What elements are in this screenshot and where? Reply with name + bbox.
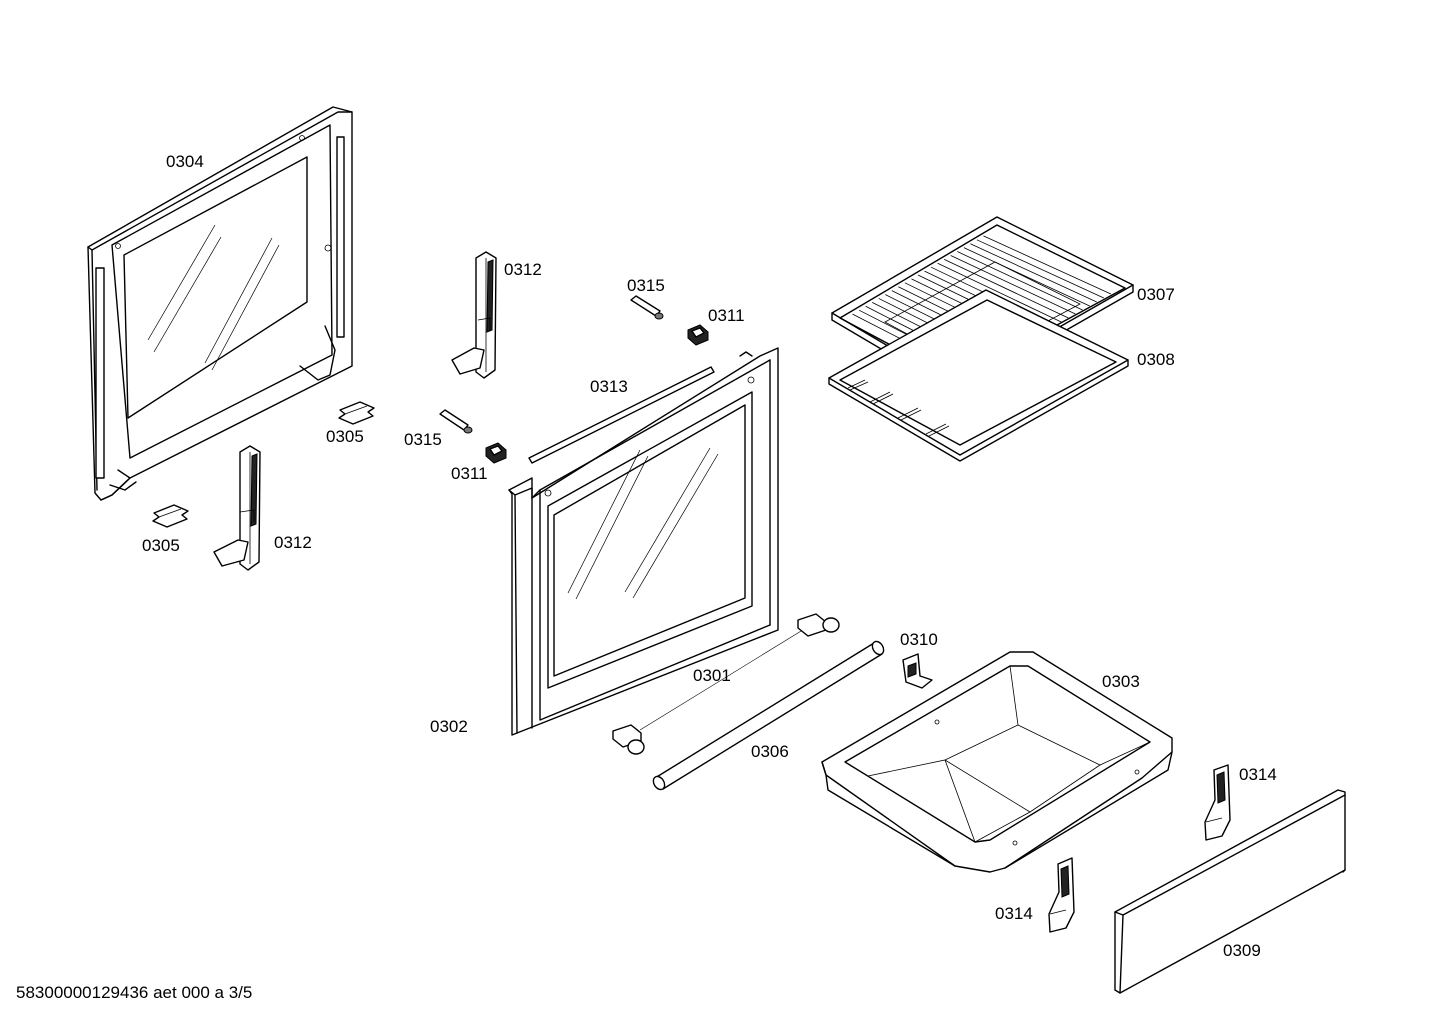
part-labels: 0304 0305 0305 0312 0312 0315 0315 0311 … <box>142 152 1277 960</box>
label-0315-upper: 0315 <box>627 276 665 295</box>
part-0308-baking-tray <box>828 289 1129 462</box>
part-0312-hinge-lower <box>213 445 261 571</box>
part-0301-end-caps <box>612 613 840 755</box>
part-0304-inner-door-frame <box>87 106 353 501</box>
part-0315-pin-upper <box>630 295 664 320</box>
label-0303: 0303 <box>1102 672 1140 691</box>
label-0315-lower: 0315 <box>404 430 442 449</box>
rack-bar <box>957 251 1083 311</box>
label-0302: 0302 <box>430 717 468 736</box>
label-0313: 0313 <box>590 377 628 396</box>
label-0309: 0309 <box>1223 941 1261 960</box>
label-0312-lower: 0312 <box>274 533 312 552</box>
rack-bar <box>944 259 1069 319</box>
label-0314-upper: 0314 <box>1239 765 1277 784</box>
part-0305-clip-upper <box>338 401 375 425</box>
rack-bar <box>983 235 1112 295</box>
label-0307: 0307 <box>1137 285 1175 304</box>
part-0309-drawer-front <box>1114 789 1346 994</box>
label-0311-lower: 0311 <box>451 464 488 483</box>
label-0311-upper: 0311 <box>708 306 745 325</box>
label-0306: 0306 <box>751 742 789 761</box>
part-0311-catch-upper <box>687 324 709 346</box>
rack-bar <box>937 262 1062 323</box>
label-0305-lower: 0305 <box>142 536 180 555</box>
part-0315-pin-lower <box>439 409 473 434</box>
part-0314-runner-lower <box>1048 857 1075 933</box>
label-0304: 0304 <box>166 152 204 171</box>
part-0303-drawer-pan <box>821 651 1173 873</box>
label-0310: 0310 <box>900 630 938 649</box>
rack-bar <box>976 239 1104 299</box>
part-0305-clip-lower <box>152 504 189 528</box>
rack-bar <box>963 247 1090 307</box>
rack-bar <box>950 255 1076 315</box>
label-0305-upper: 0305 <box>326 427 364 446</box>
part-0313-seal-strip <box>528 366 715 464</box>
part-0312-hinge-upper <box>451 251 497 379</box>
part-0314-runner-upper <box>1204 764 1231 841</box>
label-0314-lower: 0314 <box>995 904 1033 923</box>
part-0306-handle-bar <box>652 640 885 791</box>
part-0302-outer-door <box>508 347 779 736</box>
part-0311-catch-lower <box>485 442 507 464</box>
rack-bar <box>970 243 1097 303</box>
label-0312-upper: 0312 <box>504 260 542 279</box>
label-0301: 0301 <box>693 666 731 685</box>
part-0310-bracket <box>902 653 933 689</box>
label-0308: 0308 <box>1137 350 1175 369</box>
drawing-code-footer: 58300000129436 aet 000 a 3/5 <box>16 983 252 1002</box>
